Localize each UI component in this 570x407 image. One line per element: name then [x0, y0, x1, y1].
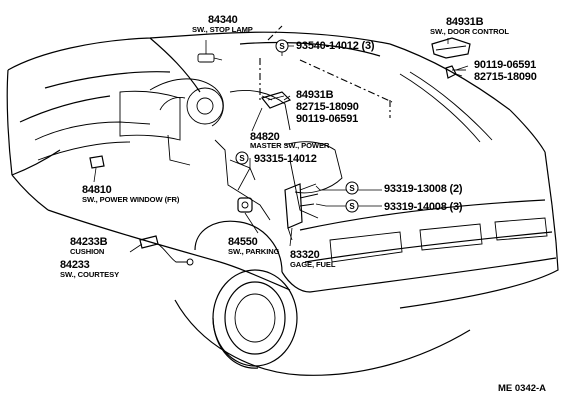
power-window-switch-icon [89, 155, 105, 169]
parking-switch-icon [237, 197, 253, 213]
courtesy-sw-name: SW., COURTESY [60, 270, 119, 279]
screw-93315-number: 93315-14012 [254, 153, 317, 165]
clip-82715-a-number: 82715-18090 [474, 71, 537, 83]
stop-lamp-sw-name: SW., STOP LAMP [192, 25, 253, 34]
screw-symbol-icon: S [275, 39, 289, 53]
screw-90119-b-number: 90119-06591 [296, 113, 358, 125]
door-control-sw-number: 84931B [446, 16, 484, 28]
parking-sw-number: 84550 [228, 236, 258, 248]
fuel-gage-icon [284, 183, 319, 241]
stop-lamp-switch-icon [197, 53, 223, 63]
stop-lamp-sw-number: 84340 [208, 14, 238, 26]
screw-90119-a-number: 90119-06591 [474, 59, 536, 71]
door-control-sw-name: SW., DOOR CONTROL [430, 27, 509, 36]
svg-text:S: S [349, 202, 355, 211]
screw-symbol-icon: S [345, 181, 359, 195]
svg-text:S: S [279, 42, 285, 51]
courtesy-sw-number: 84233 [60, 259, 90, 271]
switch-84931b-number: 84931B [296, 89, 334, 101]
master-power-switch-icon [260, 91, 292, 109]
parking-sw-name: SW., PARKING [228, 247, 280, 256]
svg-text:S: S [349, 184, 355, 193]
screw-symbol-icon: S [235, 151, 249, 165]
screw-93319-b-number: 93319-14008 (3) [384, 201, 463, 213]
clip-82715-b-number: 82715-18090 [296, 101, 359, 113]
diagram-code: ME 0342-A [498, 383, 546, 394]
master-power-sw-number: 84820 [250, 131, 280, 143]
screw-symbol-icon: S [345, 199, 359, 213]
courtesy-switch-icon [139, 235, 194, 266]
fuel-gage-name: GAGE, FUEL [290, 260, 336, 269]
power-window-sw-number: 84810 [82, 184, 112, 196]
svg-text:S: S [239, 154, 245, 163]
power-window-sw-name: SW., POWER WINDOW (FR) [82, 195, 180, 204]
cushion-number: 84233B [70, 236, 108, 248]
car-body-outline [6, 25, 559, 376]
cushion-name: CUSHION [70, 247, 104, 256]
screw-93319-a-number: 93319-13008 (2) [384, 183, 463, 195]
fuel-gage-number: 83320 [290, 249, 320, 261]
master-power-sw-name: MASTER SW., POWER [250, 141, 330, 150]
bolt-93540-number: 93540-14012 (3) [296, 40, 375, 52]
